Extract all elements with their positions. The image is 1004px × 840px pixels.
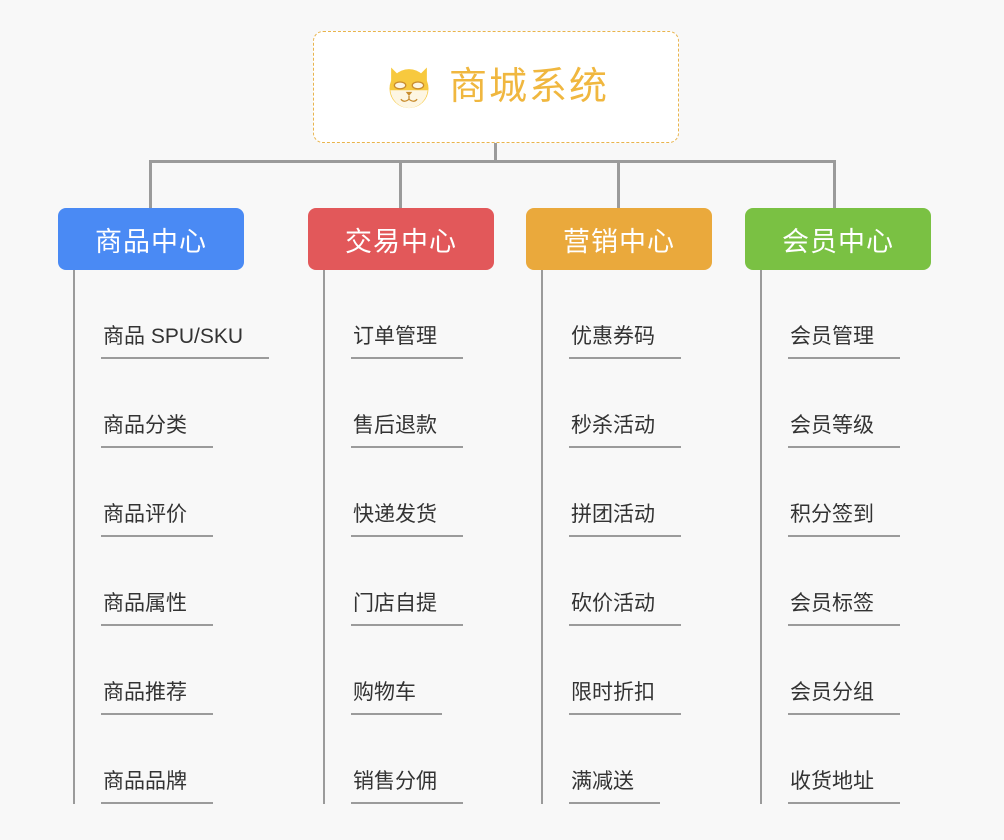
branch-trunk-4 [760, 270, 762, 804]
list-item[interactable]: 售后退款 [323, 359, 494, 448]
list-item[interactable]: 会员等级 [760, 359, 931, 448]
branch-items-4: 会员管理 会员等级 积分签到 会员标签 会员分组 收货地址 [760, 270, 931, 804]
list-item-label: 商品推荐 [101, 682, 213, 715]
list-item-label: 订单管理 [351, 326, 463, 359]
branch-trunk-3 [541, 270, 543, 804]
connector-drop-1 [149, 160, 152, 208]
branch-header-4[interactable]: 会员中心 [745, 208, 931, 270]
list-item[interactable]: 满减送 [541, 715, 712, 804]
list-item[interactable]: 会员标签 [760, 537, 931, 626]
list-item[interactable]: 商品品牌 [73, 715, 244, 804]
list-item-label: 优惠券码 [569, 326, 681, 359]
list-item[interactable]: 积分签到 [760, 448, 931, 537]
list-item-label: 商品 SPU/SKU [101, 326, 270, 359]
list-item-label: 限时折扣 [569, 682, 681, 715]
list-item-label: 售后退款 [351, 415, 463, 448]
branch-column-4: 会员中心 会员管理 会员等级 积分签到 会员标签 会员分组 收货地址 [745, 208, 931, 804]
connector-bus [149, 160, 833, 163]
branch-column-1: 商品中心 商品 SPU/SKU 商品分类 商品评价 商品属性 商品推荐 商品品牌 [58, 208, 270, 804]
list-item[interactable]: 砍价活动 [541, 537, 712, 626]
list-item-label: 会员标签 [788, 593, 900, 626]
list-item-label: 拼团活动 [569, 504, 681, 537]
list-item-label: 积分签到 [788, 504, 900, 537]
list-item-label: 砍价活动 [569, 593, 681, 626]
connector-drop-4 [833, 160, 836, 208]
connector-drop-2 [399, 160, 402, 208]
branch-header-label: 营销中心 [563, 226, 675, 257]
branch-items-3: 优惠券码 秒杀活动 拼团活动 砍价活动 限时折扣 满减送 [541, 270, 712, 804]
list-item-label: 快递发货 [351, 504, 463, 537]
list-item-label: 门店自提 [351, 593, 463, 626]
connector-root-stem [494, 143, 497, 162]
list-item-label: 销售分佣 [351, 771, 463, 804]
list-item-label: 会员等级 [788, 415, 900, 448]
list-item[interactable]: 优惠券码 [541, 270, 712, 359]
branch-trunk-1 [73, 270, 75, 804]
list-item[interactable]: 门店自提 [323, 537, 494, 626]
branch-column-3: 营销中心 优惠券码 秒杀活动 拼团活动 砍价活动 限时折扣 满减送 [526, 208, 712, 804]
list-item-label: 商品评价 [101, 504, 213, 537]
list-item[interactable]: 商品分类 [73, 359, 244, 448]
list-item[interactable]: 秒杀活动 [541, 359, 712, 448]
branch-header-label: 会员中心 [782, 226, 894, 257]
list-item[interactable]: 快递发货 [323, 448, 494, 537]
list-item[interactable]: 销售分佣 [323, 715, 494, 804]
list-item[interactable]: 会员分组 [760, 626, 931, 715]
branch-header-label: 商品中心 [95, 226, 207, 257]
list-item-label: 秒杀活动 [569, 415, 681, 448]
list-item[interactable]: 拼团活动 [541, 448, 712, 537]
branch-header-2[interactable]: 交易中心 [308, 208, 494, 270]
list-item-label: 满减送 [569, 771, 660, 804]
list-item[interactable]: 商品评价 [73, 448, 244, 537]
branch-header-3[interactable]: 营销中心 [526, 208, 712, 270]
list-item[interactable]: 会员管理 [760, 270, 931, 359]
list-item-label: 商品品牌 [101, 771, 213, 804]
list-item[interactable]: 收货地址 [760, 715, 931, 804]
list-item-label: 购物车 [351, 682, 442, 715]
list-item[interactable]: 购物车 [323, 626, 494, 715]
list-item[interactable]: 商品 SPU/SKU [73, 270, 270, 359]
branch-header-label: 交易中心 [345, 226, 457, 257]
connector-drop-3 [617, 160, 620, 208]
list-item[interactable]: 商品属性 [73, 537, 244, 626]
shiba-dog-face-icon [383, 61, 435, 113]
list-item[interactable]: 商品推荐 [73, 626, 244, 715]
branch-items-2: 订单管理 售后退款 快递发货 门店自提 购物车 销售分佣 [323, 270, 494, 804]
list-item-label: 会员分组 [788, 682, 900, 715]
root-title: 商城系统 [448, 66, 609, 108]
branch-items-1: 商品 SPU/SKU 商品分类 商品评价 商品属性 商品推荐 商品品牌 [73, 270, 270, 804]
list-item-label: 商品分类 [101, 415, 213, 448]
root-node[interactable]: 商城系统 [313, 31, 679, 143]
branch-column-2: 交易中心 订单管理 售后退款 快递发货 门店自提 购物车 销售分佣 [308, 208, 494, 804]
list-item-label: 商品属性 [101, 593, 213, 626]
list-item-label: 收货地址 [788, 771, 900, 804]
list-item[interactable]: 订单管理 [323, 270, 494, 359]
list-item[interactable]: 限时折扣 [541, 626, 712, 715]
branch-header-1[interactable]: 商品中心 [58, 208, 244, 270]
list-item-label: 会员管理 [788, 326, 900, 359]
branch-trunk-2 [323, 270, 325, 804]
